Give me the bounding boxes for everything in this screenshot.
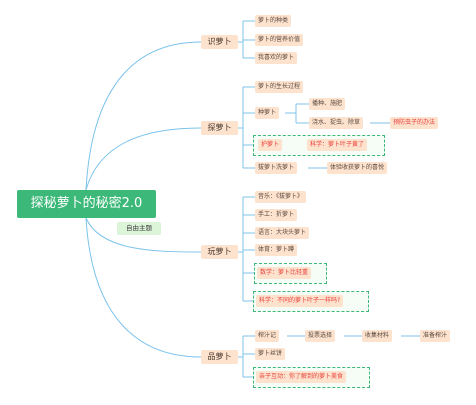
topic-math-weight[interactable]: 数学：萝卜比轻重 <box>257 267 312 279</box>
topic-pull-wash[interactable]: 拔萝卜洗萝卜 <box>255 162 298 174</box>
topic-vote[interactable]: 投票选择 <box>305 330 336 342</box>
topic-radish-types[interactable]: 萝卜的种类 <box>255 15 292 27</box>
branch-play[interactable]: 玩萝卜 <box>201 245 238 259</box>
topic-science-leaves[interactable]: 科学：不同的萝卜叶子一样吗? <box>256 295 344 307</box>
branch-explore[interactable]: 探萝卜 <box>201 121 238 135</box>
topic-prepare-juice[interactable]: 准备榨汁 <box>420 330 451 342</box>
topic-science-yellow-leaves[interactable]: 科学：萝卜叶子黄了 <box>307 139 368 151</box>
topic-prevent-bugs[interactable]: 预防虫子的办法 <box>390 117 439 129</box>
topic-collect-materials[interactable]: 收集材料 <box>362 330 393 342</box>
topic-growth-process[interactable]: 萝卜的生长过程 <box>255 81 304 93</box>
topic-radish-nutrition[interactable]: 萝卜的营养价值 <box>255 34 304 46</box>
topic-sports[interactable]: 体育：萝卜蹲 <box>255 244 298 256</box>
topic-language[interactable]: 语言：大块头萝卜 <box>255 227 310 239</box>
branch-taste[interactable]: 品萝卜 <box>201 350 238 364</box>
topic-water-weed[interactable]: 浇水、捉虫、除草 <box>309 117 364 129</box>
root-topic[interactable]: 探秘萝卜的秘密2.0 <box>17 190 156 218</box>
topic-radish-cake[interactable]: 萝卜丝饼 <box>255 348 286 360</box>
topic-crafts[interactable]: 手工：折萝卜 <box>255 209 298 221</box>
topic-juicing[interactable]: 榨汁记 <box>255 330 280 342</box>
floating-topic[interactable]: 自由主题 <box>117 222 161 235</box>
topic-harvest-joy[interactable]: 体验收获萝卜的喜悦 <box>327 162 388 174</box>
topic-sow-fertilize[interactable]: 播种、施肥 <box>309 98 346 110</box>
topic-protect-radish[interactable]: 护萝卜 <box>258 139 283 151</box>
topic-plant-radish[interactable]: 种萝卜 <box>255 107 280 119</box>
topic-favorite-radish[interactable]: 我喜欢的萝卜 <box>255 52 298 64</box>
branch-identify[interactable]: 识萝卜 <box>201 35 238 49</box>
topic-parent-child[interactable]: 亲子互动：你了解到的萝卜美食 <box>256 371 347 383</box>
topic-music[interactable]: 音乐：《拔萝卜》 <box>255 191 307 203</box>
